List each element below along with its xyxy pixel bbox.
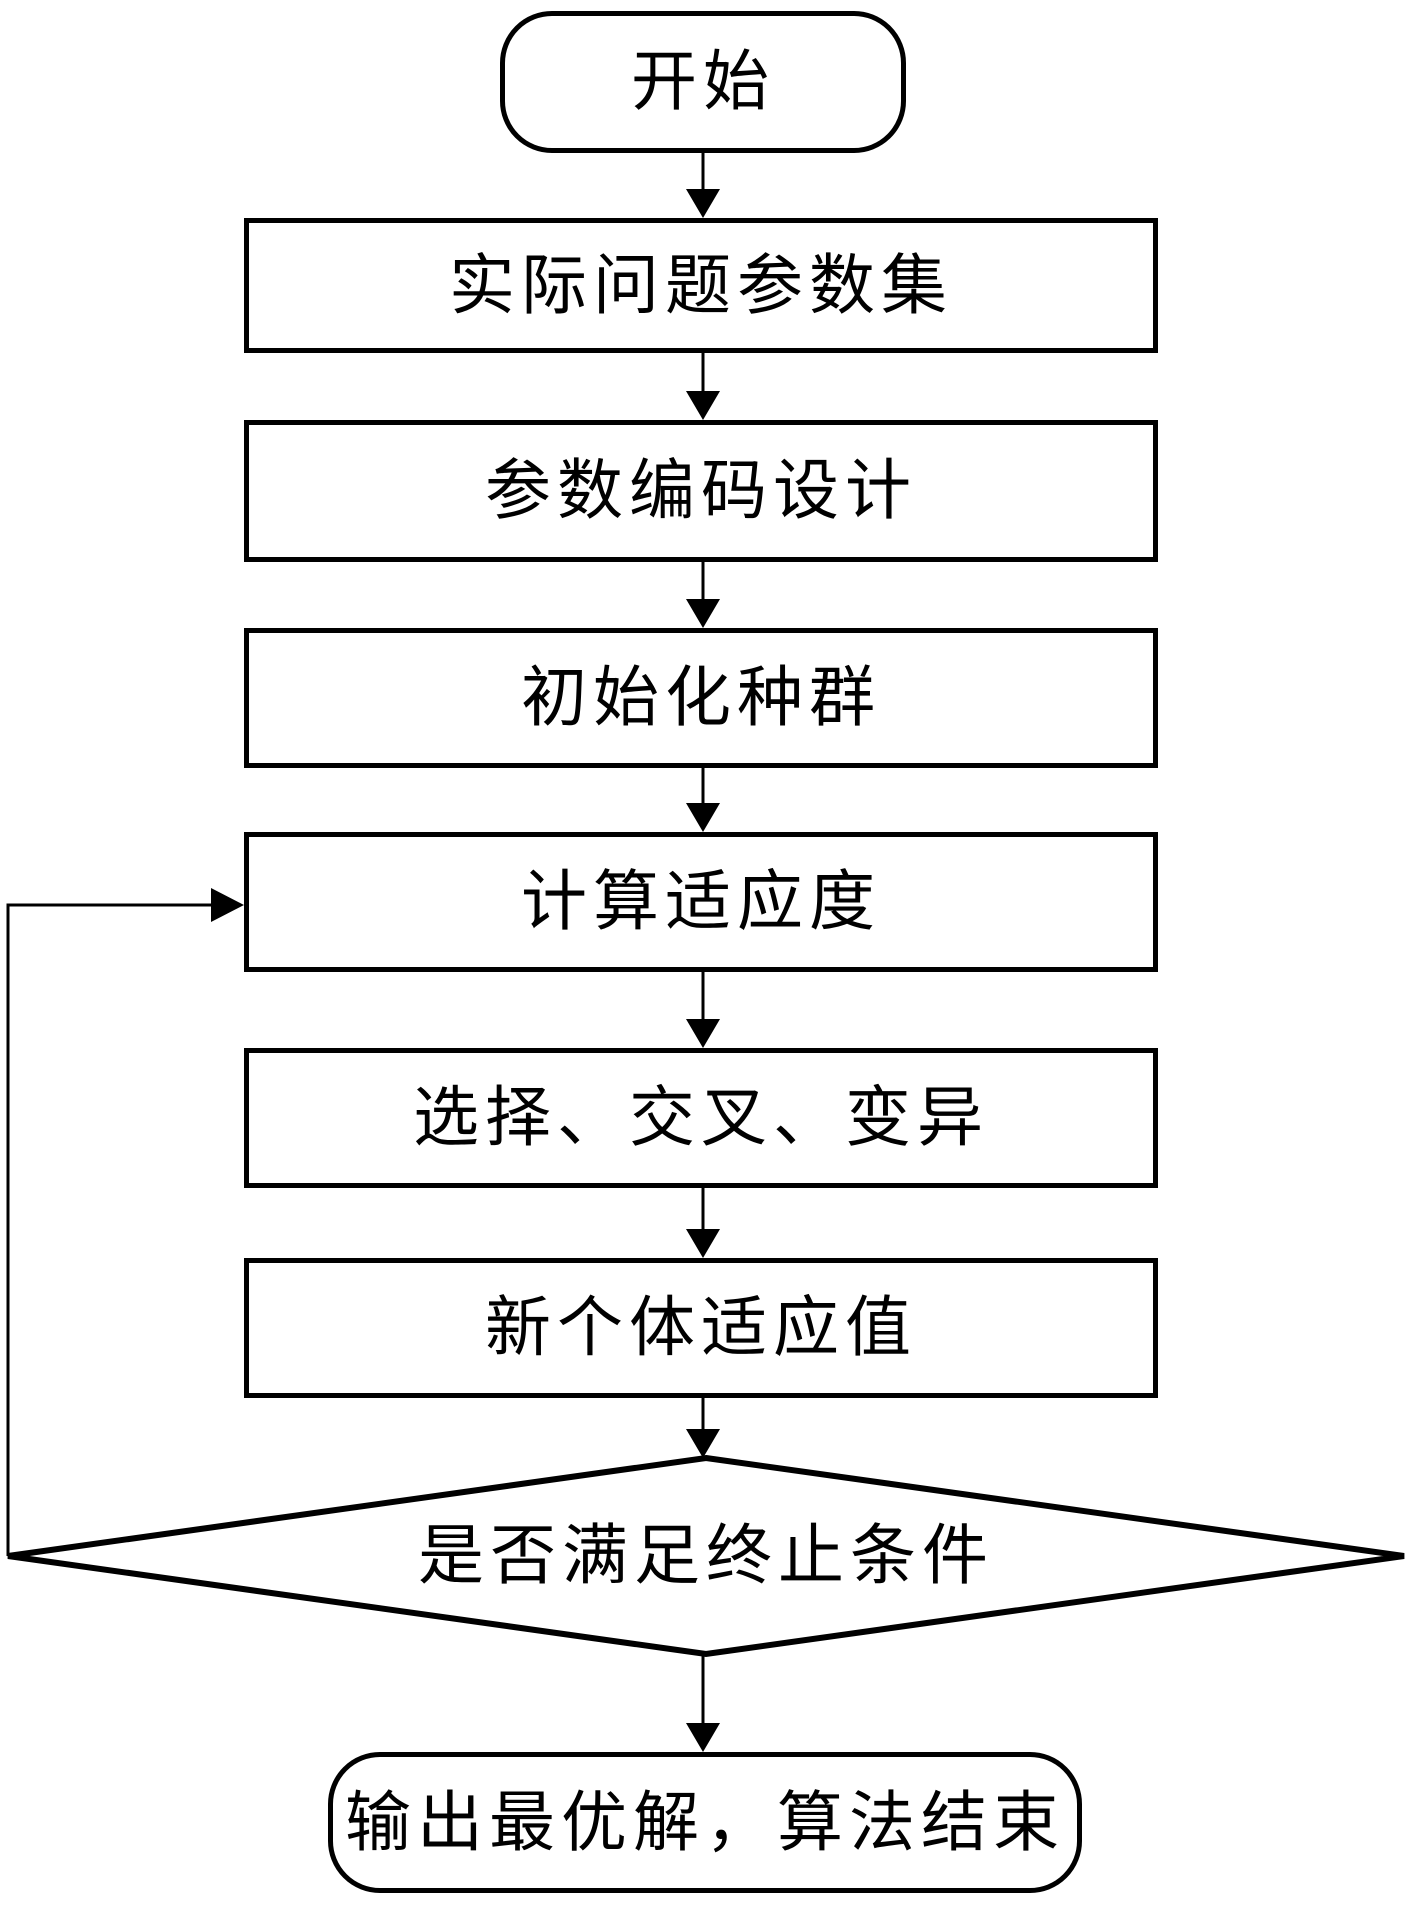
arrow-fitness-calc-to-select-crossover-mutate [686,972,720,1048]
arrow-new-individual-fitness-to-termination-check [686,1398,720,1458]
loop-back-termination-check-to-fitness-calc [6,888,244,1556]
node-new-individual-fitness: 新个体适应值 [244,1258,1158,1398]
node-start-label: 开始 [631,43,775,120]
node-select-crossover-mutate: 选择、交叉、变异 [244,1048,1158,1188]
arrow-init-population-to-fitness-calc [686,768,720,832]
node-termination-check-label: 是否满足终止条件 [418,1517,994,1594]
node-fitness-calc-label: 计算适应度 [521,863,881,940]
arrow-termination-check-to-end [686,1654,720,1752]
arrow-encoding-design-to-init-population [686,562,720,628]
node-end-label: 输出最优解，算法结束 [345,1783,1065,1861]
node-start: 开始 [500,11,906,153]
node-problem-params: 实际问题参数集 [244,218,1158,353]
node-init-population: 初始化种群 [244,628,1158,768]
arrow-select-crossover-mutate-to-new-individual-fitness [686,1188,720,1258]
node-fitness-calc: 计算适应度 [244,832,1158,972]
node-encoding-design-label: 参数编码设计 [485,452,917,529]
decision-diamond-shape [7,1454,1405,1658]
arrow-problem-params-to-encoding-design [686,353,720,420]
arrow-start-to-problem-params [686,153,720,218]
node-init-population-label: 初始化种群 [521,659,881,736]
node-new-individual-fitness-label: 新个体适应值 [485,1289,917,1366]
node-select-crossover-mutate-label: 选择、交叉、变异 [413,1079,989,1156]
node-termination-check: 是否满足终止条件 [306,1486,1106,1626]
node-encoding-design: 参数编码设计 [244,420,1158,562]
node-problem-params-label: 实际问题参数集 [449,246,953,324]
node-end: 输出最优解，算法结束 [328,1752,1082,1893]
